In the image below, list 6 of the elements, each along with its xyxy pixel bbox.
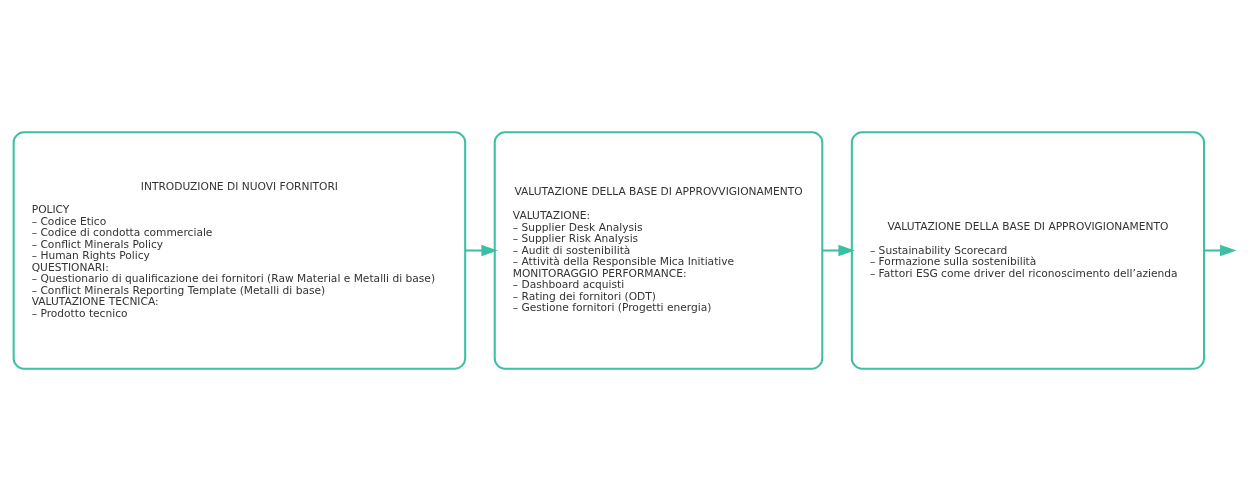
- arrow: [1204, 244, 1237, 256]
- arrow: [822, 244, 855, 256]
- arrow: [465, 244, 498, 256]
- node-box: VALUTAZIONE DELLA BASE DI APPROVVIGIONAMENTO VALUTAZIONE: – Supplier Desk Analysis – Supplier Risk Analysis – Audit di sostenibilità – Attività della Responsible Mica Initiative MONITORAGGIO PERFORMANCE: – Dashboard acquisti – Rating dei fornitori (ODT) – Gestione fornitori (Progetti energia): [493, 130, 824, 370]
- node-box: VALUTAZIONE DELLA BASE DI APPROVIGIONAMENTO – Sustainability Scorecard – Formazione sulla sostenibilità – Fattori ESG come driver del riconoscimento dell’azienda: [850, 130, 1206, 370]
- node-box: INTRODUZIONE DI NUOVI FORNITORI POLICY – Codice Etico – Codice di condotta commerciale – Conflict Minerals Policy – Human Rights Policy QUESTIONARI: – Questionario di qualificazione dei fornitori (Raw Material e Metalli di base) – Conflict Minerals Reporting Template (Metalli di base) VALUTAZIONE TECNICA: – Prodotto tecnico: [12, 130, 467, 370]
